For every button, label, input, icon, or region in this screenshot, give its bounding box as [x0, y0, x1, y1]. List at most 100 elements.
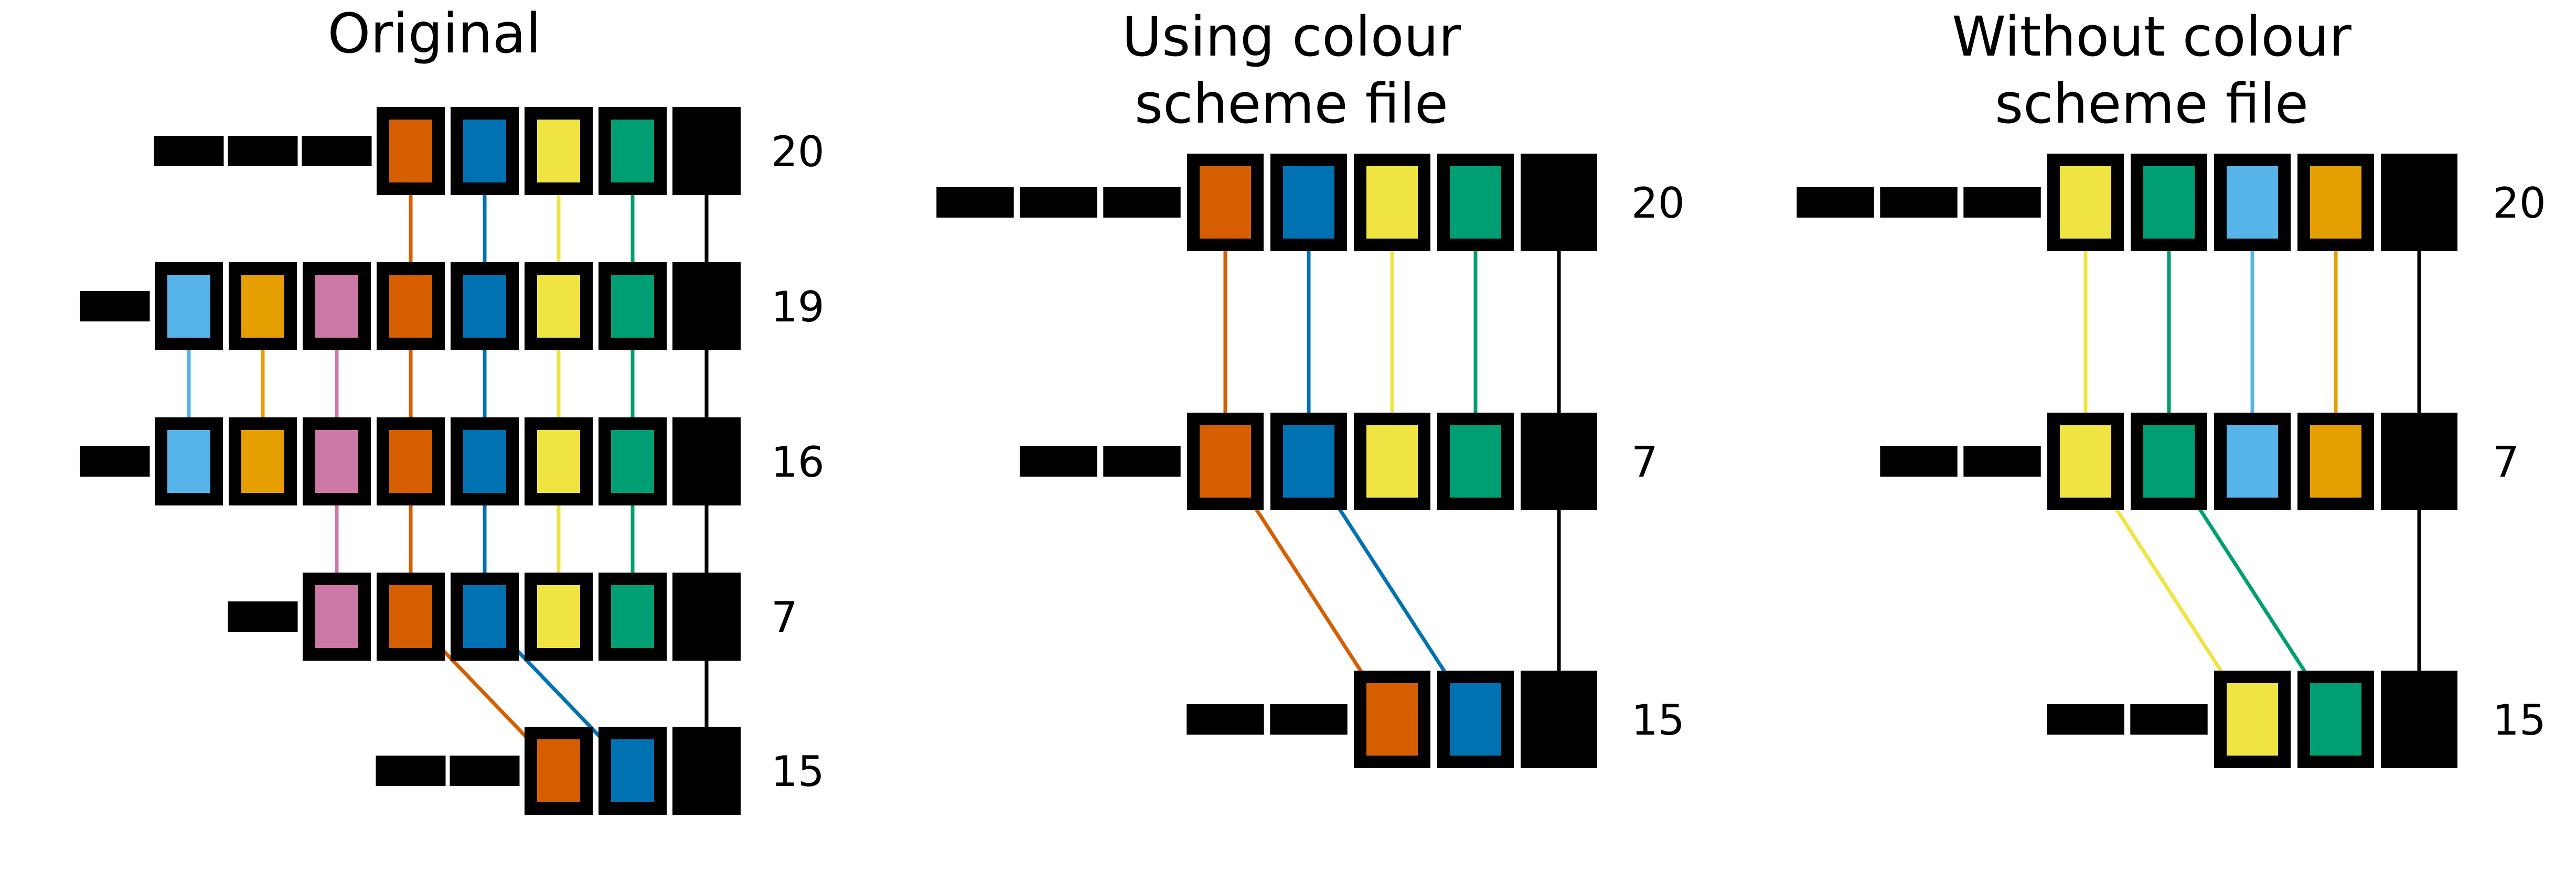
gap-dash: [1020, 446, 1097, 477]
segment-blue: [451, 573, 519, 661]
segment-green: [598, 262, 667, 350]
segment-vermillion: [1354, 671, 1430, 768]
segment-green: [598, 107, 667, 195]
segment-yellow: [525, 573, 593, 661]
row-label: 15: [2493, 696, 2546, 745]
row-label: 20: [1631, 179, 1685, 228]
segment-yellow: [525, 417, 593, 505]
panel-title: Original: [328, 0, 541, 67]
row-label: 20: [2493, 179, 2546, 228]
row-label: 7: [2493, 438, 2519, 487]
gap-dash: [80, 446, 150, 477]
terminal-block: [672, 727, 741, 815]
terminal-block: [672, 417, 741, 505]
panel-title-line: Original: [327, 2, 541, 66]
terminal-block: [672, 107, 741, 195]
row-label: 7: [771, 593, 798, 642]
gap-dash: [376, 756, 446, 786]
terminal-block: [1521, 154, 1597, 251]
row-label: 16: [771, 438, 825, 487]
panel-title-line: Using colour: [1121, 5, 1461, 69]
terminal-block: [1521, 413, 1597, 510]
terminal-block: [2381, 413, 2457, 510]
segment-sky: [155, 262, 223, 350]
segment-vermillion: [525, 727, 593, 815]
segment-layer: [936, 154, 1597, 768]
gap-dash: [1103, 446, 1181, 477]
segment-green: [598, 573, 667, 661]
segment-vermillion: [1187, 154, 1264, 251]
gap-dash: [1020, 187, 1097, 218]
terminal-block: [672, 262, 741, 350]
segment-vermillion: [377, 107, 445, 195]
gap-dash: [1103, 187, 1181, 218]
segment-yellow: [2047, 413, 2124, 510]
segment-sky: [2214, 154, 2291, 251]
panel-without-scheme: 20 7 15: [1797, 154, 2546, 768]
segment-green: [1437, 413, 1514, 510]
gap-dash: [450, 756, 520, 786]
row-label: 15: [1631, 696, 1685, 745]
segment-blue: [451, 262, 519, 350]
row-label: 20: [771, 127, 825, 176]
panel-title-line: scheme file: [1134, 72, 1448, 136]
segment-orange: [229, 262, 297, 350]
segment-vermillion: [377, 262, 445, 350]
segment-yellow: [525, 107, 593, 195]
row-label: 15: [771, 747, 825, 796]
gap-dash: [1880, 187, 1958, 218]
segment-yellow: [525, 262, 593, 350]
panel-title-line: scheme file: [1994, 72, 2308, 136]
segment-pink: [303, 573, 371, 661]
gap-dash: [2047, 704, 2124, 735]
segment-blue: [451, 107, 519, 195]
segment-blue: [451, 417, 519, 505]
gap-dash: [1963, 446, 2041, 477]
segment-pink: [303, 417, 371, 505]
gap-dash: [2130, 704, 2208, 735]
panel-using-scheme: 20 7 15: [936, 154, 1685, 768]
segment-green: [2131, 154, 2207, 251]
segment-blue: [1270, 413, 1347, 510]
segment-pink: [303, 262, 371, 350]
terminal-block: [2381, 154, 2457, 251]
segment-green: [1437, 154, 1514, 251]
terminal-block: [672, 573, 741, 661]
panel-original: 20 19 16 7 15: [80, 107, 825, 815]
gap-dash: [154, 136, 224, 166]
segment-yellow: [2047, 154, 2124, 251]
gap-dash: [1963, 187, 2041, 218]
segment-yellow: [2214, 671, 2291, 768]
gap-dash: [228, 601, 298, 632]
gap-dash: [1880, 446, 1958, 477]
segment-blue: [598, 727, 667, 815]
segment-layer: [1797, 154, 2457, 768]
segment-vermillion: [377, 417, 445, 505]
gap-dash: [936, 187, 1014, 218]
gap-dash: [80, 291, 150, 321]
segment-orange: [2297, 413, 2374, 510]
segment-blue: [1270, 154, 1347, 251]
row-label: 19: [771, 283, 825, 331]
segment-yellow: [1354, 154, 1430, 251]
segment-vermillion: [377, 573, 445, 661]
segment-orange: [2297, 154, 2374, 251]
segment-sky: [155, 417, 223, 505]
segment-green: [2297, 671, 2374, 768]
segment-blue: [1437, 671, 1514, 768]
segment-orange: [229, 417, 297, 505]
gap-dash: [1270, 704, 1348, 735]
gap-dash: [1187, 704, 1264, 735]
gap-dash: [228, 136, 298, 166]
gap-dash: [302, 136, 372, 166]
segment-sky: [2214, 413, 2291, 510]
terminal-block: [2381, 671, 2457, 768]
panel-title-line: Without colour: [1952, 5, 2351, 69]
segment-layer: [80, 107, 741, 815]
segment-vermillion: [1187, 413, 1264, 510]
row-label: 7: [1631, 438, 1658, 487]
segment-yellow: [1354, 413, 1430, 510]
